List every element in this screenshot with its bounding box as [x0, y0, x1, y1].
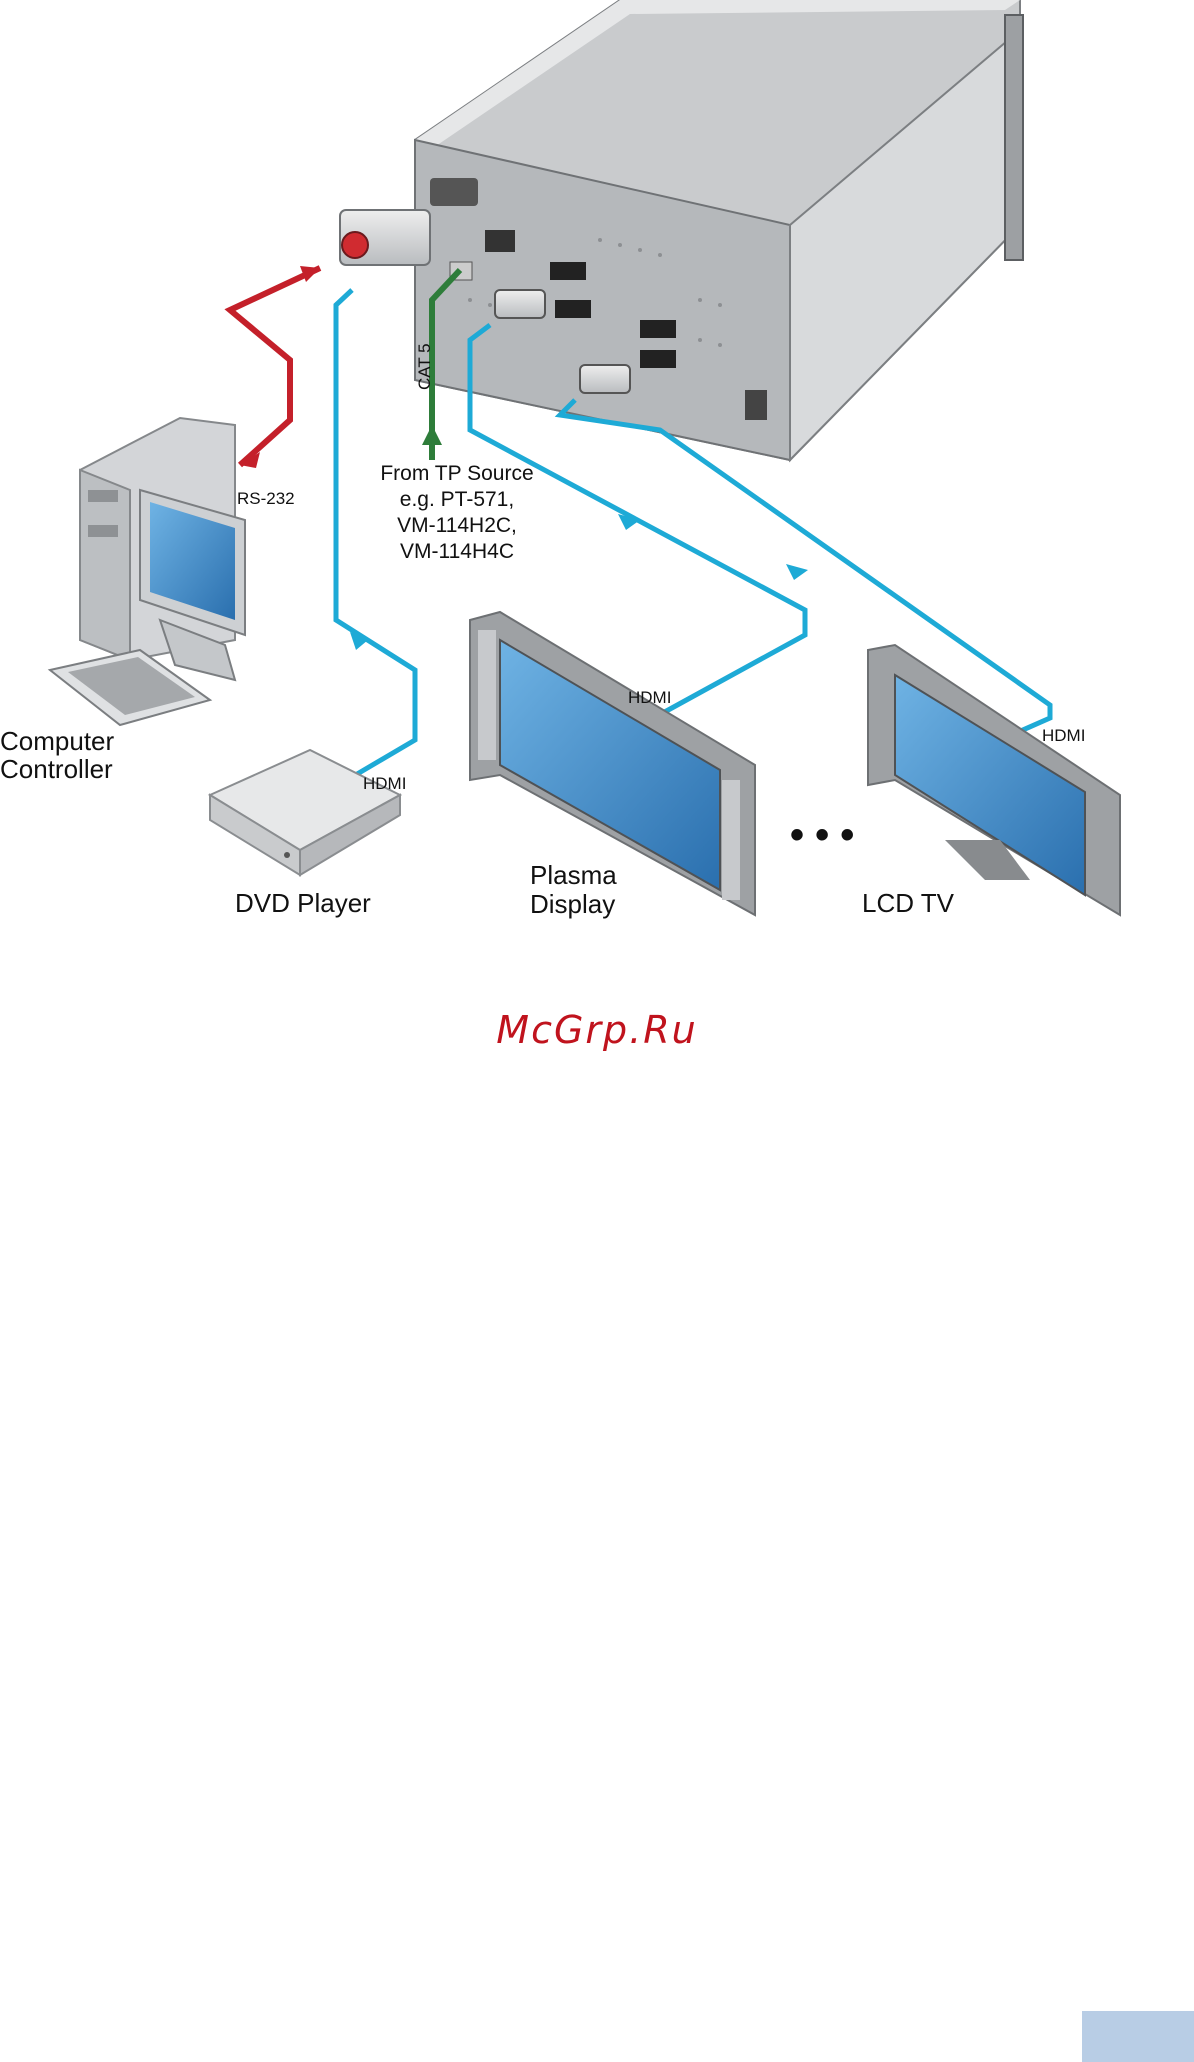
tp-source-label-line3: VM-114H2C,: [397, 514, 517, 537]
tp-source-label-line1: From TP Source: [380, 462, 533, 485]
hdmi-label-lcd: HDMI: [1042, 726, 1085, 745]
hdmi-label-plasma: HDMI: [628, 688, 671, 707]
computer-label-line1: Computer: [0, 726, 114, 756]
rs232-cable: [230, 268, 320, 465]
tp-source-label-line4: VM-114H4C: [400, 540, 514, 563]
dvd-label: DVD Player: [235, 888, 371, 918]
plasma-label-line2: Display: [530, 889, 615, 919]
lcd-tv-icon: [868, 645, 1120, 915]
rs232-label: RS-232: [237, 489, 295, 508]
cat5-label: CAT 5: [415, 343, 434, 390]
lcd-label: LCD TV: [862, 888, 955, 918]
hdmi-label-dvd: HDMI: [363, 774, 406, 793]
switcher-device-icon: [340, 0, 1023, 460]
ellipsis-dots: • • •: [790, 813, 854, 857]
computer-label-line2: Controller: [0, 754, 113, 784]
connection-diagram: RS-232 CAT 5 From TP Source e.g. PT-571,…: [0, 0, 1194, 930]
tp-source-label-line2: e.g. PT-571,: [400, 488, 514, 511]
watermark: McGrp.Ru: [0, 1008, 1194, 1052]
plasma-label-line1: Plasma: [530, 860, 617, 890]
dvd-player-icon: [210, 750, 400, 875]
page-corner-tab: [1082, 2011, 1194, 2062]
